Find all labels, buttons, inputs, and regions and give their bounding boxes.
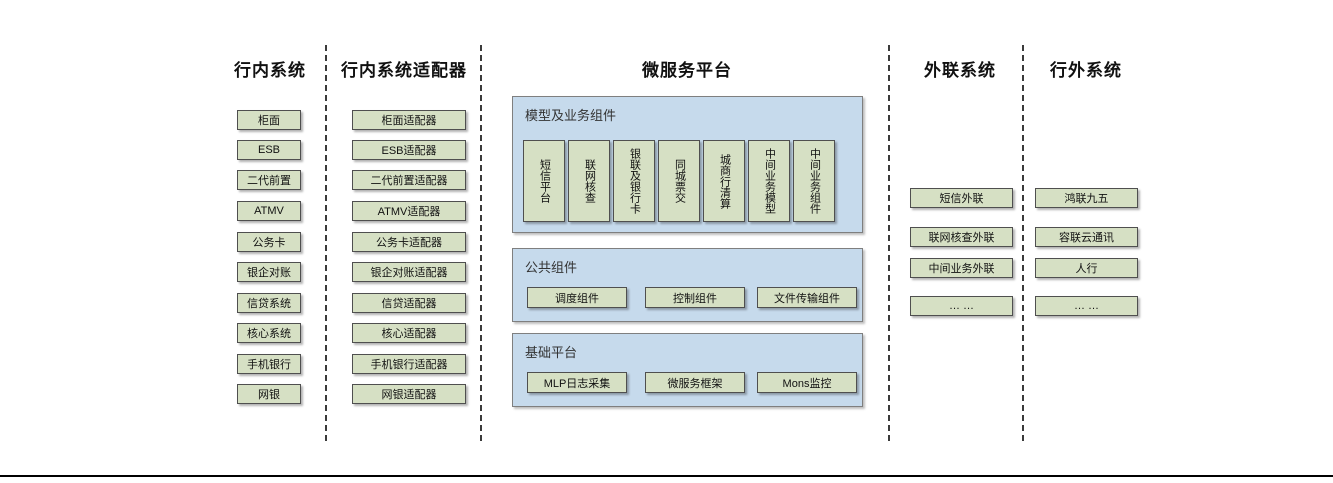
column-header-outbank-systems: 行外系统	[1050, 61, 1122, 80]
box-inbank-system[interactable]: 柜面	[237, 110, 301, 130]
column-divider-4	[1022, 45, 1024, 441]
box-inbank-adapter[interactable]: ESB适配器	[352, 140, 466, 160]
box-base-platform-component[interactable]: 微服务框架	[645, 372, 745, 393]
box-inbank-system[interactable]: 网银	[237, 384, 301, 404]
box-label: 银联及银行卡	[628, 148, 641, 214]
box-inbank-system[interactable]: ATMV	[237, 201, 301, 221]
box-inbank-adapter[interactable]: 手机银行适配器	[352, 354, 466, 374]
box-inbank-system[interactable]: ESB	[237, 140, 301, 160]
box-external-link-system[interactable]: 中间业务外联	[910, 258, 1013, 278]
box-inbank-adapter[interactable]: ATMV适配器	[352, 201, 466, 221]
box-model-component[interactable]: 城商行清算	[703, 140, 745, 222]
column-header-microservice-platform: 微服务平台	[642, 61, 732, 80]
box-label: 同城票交	[673, 159, 686, 203]
box-inbank-system[interactable]: 银企对账	[237, 262, 301, 282]
bottom-rule	[0, 475, 1333, 477]
panel-base-platform: 基础平台	[512, 333, 863, 407]
box-outbank-system[interactable]: 鸿联九五	[1035, 188, 1138, 208]
panel-title: 基础平台	[525, 345, 578, 360]
box-model-component[interactable]: 银联及银行卡	[613, 140, 655, 222]
box-model-component[interactable]: 短信平台	[523, 140, 565, 222]
box-public-component[interactable]: 控制组件	[645, 287, 745, 308]
box-inbank-system[interactable]: 核心系统	[237, 323, 301, 343]
box-inbank-system[interactable]: 公务卡	[237, 232, 301, 252]
column-divider-3	[888, 45, 890, 441]
box-model-component[interactable]: 联网核查	[568, 140, 610, 222]
column-header-inbank-systems: 行内系统	[234, 61, 306, 80]
box-external-link-system[interactable]: 联网核查外联	[910, 227, 1013, 247]
box-inbank-adapter[interactable]: 银企对账适配器	[352, 262, 466, 282]
box-label: 联网核查	[583, 159, 596, 203]
panel-public-components: 公共组件	[512, 248, 863, 322]
box-inbank-adapter[interactable]: 信贷适配器	[352, 293, 466, 313]
box-base-platform-component[interactable]: Mons监控	[757, 372, 857, 393]
box-outbank-system[interactable]: 容联云通讯	[1035, 227, 1138, 247]
panel-title: 模型及业务组件	[525, 108, 617, 123]
box-inbank-adapter[interactable]: 网银适配器	[352, 384, 466, 404]
box-public-component[interactable]: 文件传输组件	[757, 287, 857, 308]
box-public-component[interactable]: 调度组件	[527, 287, 627, 308]
box-outbank-system[interactable]: 人行	[1035, 258, 1138, 278]
box-outbank-system[interactable]: … …	[1035, 296, 1138, 316]
panel-title: 公共组件	[525, 260, 578, 275]
box-inbank-adapter[interactable]: 核心适配器	[352, 323, 466, 343]
box-model-component[interactable]: 中间业务模型	[748, 140, 790, 222]
box-external-link-system[interactable]: … …	[910, 296, 1013, 316]
box-label: 短信平台	[538, 159, 551, 203]
box-label: 中间业务模型	[763, 148, 776, 214]
box-external-link-system[interactable]: 短信外联	[910, 188, 1013, 208]
box-base-platform-component[interactable]: MLP日志采集	[527, 372, 627, 393]
box-inbank-system[interactable]: 二代前置	[237, 170, 301, 190]
box-inbank-adapter[interactable]: 二代前置适配器	[352, 170, 466, 190]
column-header-inbank-adapters: 行内系统适配器	[341, 61, 467, 80]
column-header-external-link-systems: 外联系统	[924, 61, 996, 80]
box-inbank-adapter[interactable]: 柜面适配器	[352, 110, 466, 130]
box-inbank-adapter[interactable]: 公务卡适配器	[352, 232, 466, 252]
box-label: 城商行清算	[718, 153, 731, 209]
box-model-component[interactable]: 同城票交	[658, 140, 700, 222]
box-inbank-system[interactable]: 信贷系统	[237, 293, 301, 313]
column-divider-2	[480, 45, 482, 441]
box-label: 中间业务组件	[808, 148, 821, 214]
column-divider-1	[325, 45, 327, 441]
box-inbank-system[interactable]: 手机银行	[237, 354, 301, 374]
box-model-component[interactable]: 中间业务组件	[793, 140, 835, 222]
